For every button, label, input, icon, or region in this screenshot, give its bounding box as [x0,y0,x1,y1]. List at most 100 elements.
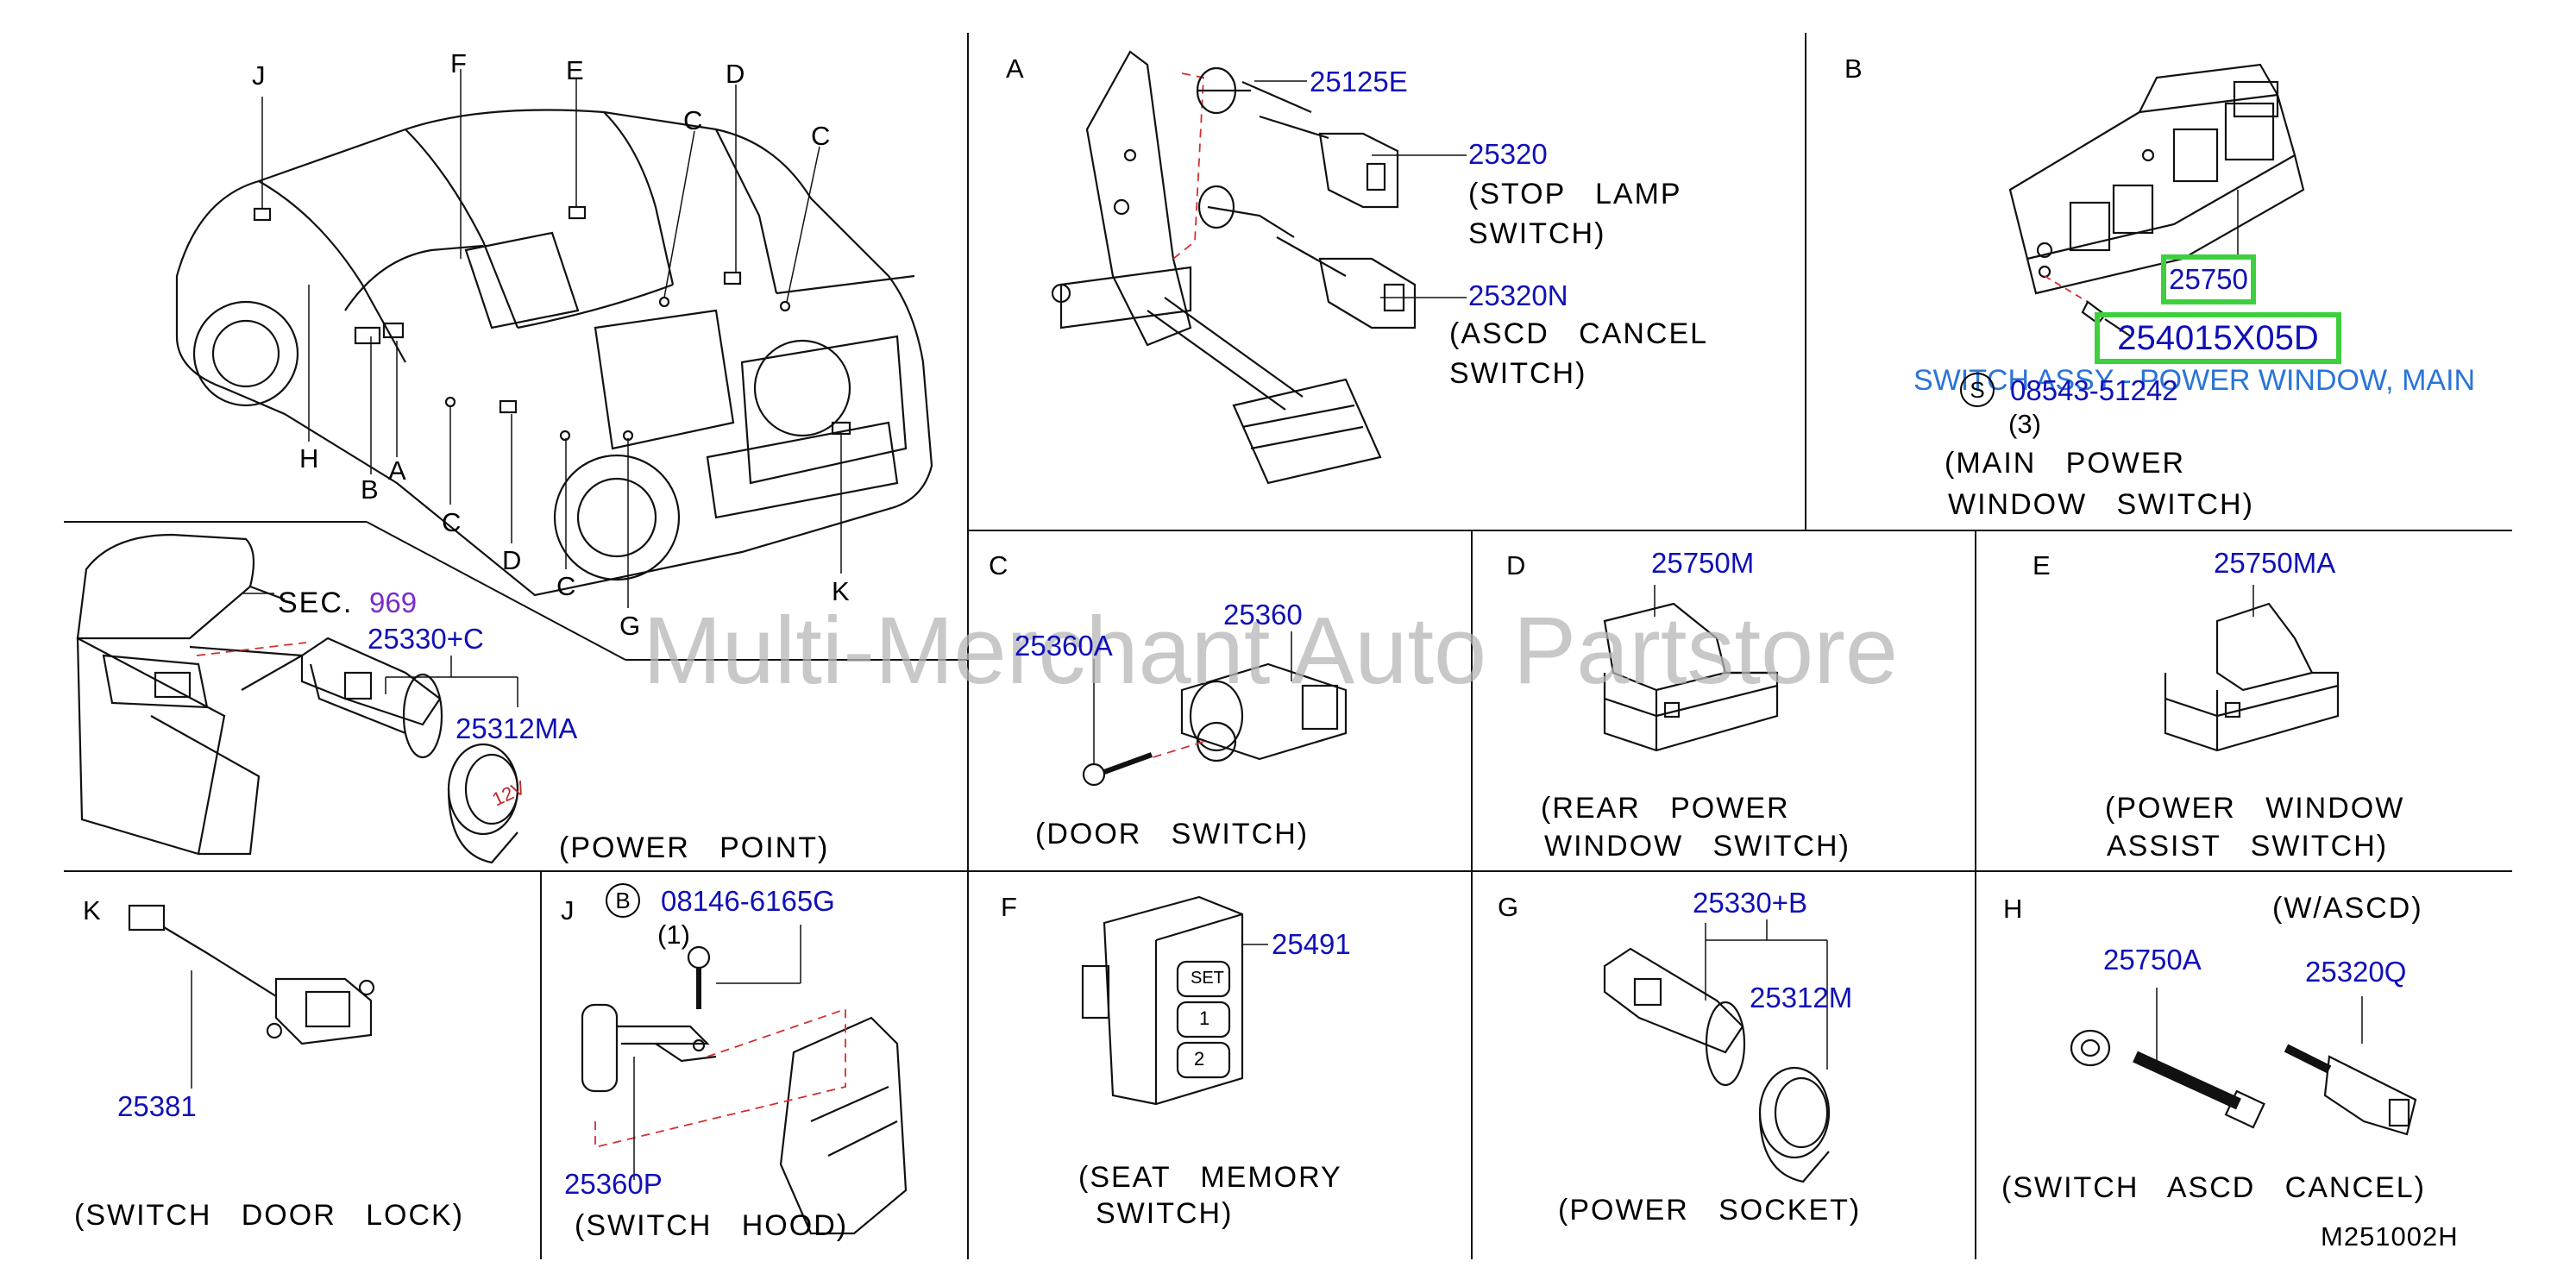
caption-power-socket: (POWER SOCKET) [1558,1194,1862,1227]
door-lock-switch [128,904,375,1045]
seat-button-2: 2 [1194,1048,1205,1070]
bolt-08543-51242-label[interactable]: 08543-51242 [2010,374,2178,406]
part-25360p[interactable]: 25360P [564,1168,663,1200]
callout-j: J [252,60,266,91]
selected-part-highlight[interactable]: 254015X05D [2095,312,2341,364]
bolt-symbol-b: B [606,883,640,918]
bolt-symbol-s: S [1960,373,1995,407]
caption-ascd-cancel: (SWITCH ASCD CANCEL) [2001,1171,2426,1204]
seat-button-set: SET [1191,969,1224,988]
panel-f-letter: F [1001,892,1017,922]
callout-h: H [299,443,319,474]
part-25750m[interactable]: 25750M [1651,547,1755,579]
caption-main-power-1: (MAIN POWER [1945,447,2186,480]
caption-assist-1: (POWER WINDOW [2105,792,2405,825]
drawing-code: M251002H [2321,1221,2459,1252]
hood-latch-bracket [779,1016,908,1235]
caption-stop-lamp-1: (STOP LAMP [1468,178,1682,210]
stop-lamp-switch-25320 [1197,132,1399,238]
callout-k: K [832,576,850,606]
callout-d-bottom: D [502,545,522,575]
part-25360[interactable]: 25360 [1223,599,1303,631]
part-25125e[interactable]: 25125E [1310,66,1408,97]
part-25320q[interactable]: 25320Q [2305,956,2407,988]
panel-e-letter: E [2033,550,2051,580]
power-socket [1603,947,1746,1087]
part-25330b[interactable]: 25330+B [1693,887,1808,919]
seat-button-1: 1 [1199,1007,1210,1029]
part-25320[interactable]: 25320 [1468,138,1548,170]
part-25750a[interactable]: 25750A [2103,944,2202,976]
caption-assist-2: ASSIST SWITCH) [2107,830,2389,863]
ascd-bolt-25750a [2133,1051,2265,1129]
rear-power-window-switch [1603,602,1779,752]
caption-door-switch: (DOOR SWITCH) [1035,818,1310,850]
caption-ascd-1: (ASCD CANCEL [1449,317,1709,350]
bolt-08146-6165g-label[interactable]: 08146-6165G [661,885,835,917]
part-25750: 25750 [2169,263,2248,295]
panel-j-letter: J [561,895,575,925]
panel-h-letter: H [2003,894,2023,924]
caption-seat-memory-1: (SEAT MEMORY [1078,1161,1342,1194]
stop-lamp-switch-25125e [1196,66,1329,140]
panel-d-letter: D [1506,550,1526,580]
part-25750ma[interactable]: 25750MA [2214,547,2336,579]
panel-a-letter: A [1006,53,1024,84]
caption-ascd-2: SWITCH) [1449,357,1587,390]
part-25312m[interactable]: 25312M [1750,982,1853,1013]
selected-part-number: 254015X05D [2117,318,2319,357]
caption-power-point: (POWER POINT) [559,831,830,864]
door-switch-screw [1082,752,1153,787]
caption-rear-power-2: WINDOW SWITCH) [1544,830,1850,863]
power-point-cap [447,743,519,864]
callout-b: B [361,474,379,505]
part-25491[interactable]: 25491 [1272,928,1351,960]
console-illustration [76,533,305,856]
door-switch [1180,662,1348,762]
note-w-ascd: (W/ASCD) [2272,892,2423,925]
panel-dividers [64,33,2512,1259]
ascd-cancel-switch-25320n [1276,236,1417,329]
callout-c-3: C [442,507,462,537]
callout-c-2: C [811,121,831,151]
part-25320n[interactable]: 25320N [1468,279,1568,311]
callout-c-4: C [556,571,576,601]
caption-seat-memory-2: SWITCH) [1096,1197,1234,1230]
part-25750-highlight[interactable]: 25750 [2161,254,2256,304]
switch-hood-switch [581,1003,717,1093]
bolt-qty-1: (1) [657,919,690,950]
vehicle-illustration [175,109,933,597]
socket-12v-marking: 12V [489,776,529,810]
caption-main-power-2: WINDOW SWITCH) [1948,488,2254,521]
callout-c-1: C [683,105,703,135]
watermark: Multi-Merchant Auto Partstore [643,598,1899,704]
hood-bolt-08146-6165g [687,945,711,1009]
selected-part-description: SWITCH ASSY - POWER WINDOW, MAIN [1913,364,2476,397]
panel-k-letter: K [83,895,101,925]
overview-leader-lines [261,69,842,608]
part-25312ma[interactable]: 25312MA [456,712,578,744]
caption-switch-hood: (SWITCH HOOD) [575,1209,849,1242]
panel-g-letter: G [1498,892,1519,922]
sec-number[interactable]: 969 [369,587,418,618]
part-25330c[interactable]: 25330+C [368,623,484,655]
power-socket-cap [1758,1066,1831,1183]
seat-memory-switch [1081,895,1244,1106]
main-power-window-switch [2008,63,2305,295]
part-25360a[interactable]: 25360A [1015,630,1113,662]
power-point-socket [300,637,443,759]
caption-door-lock: (SWITCH DOOR LOCK) [74,1199,464,1232]
ascd-nut [2070,1029,2111,1067]
caption-stop-lamp-2: SWITCH) [1468,217,1606,250]
pedal-bracket [1051,50,1382,485]
part-25381[interactable]: 25381 [117,1090,197,1122]
callout-d-top: D [726,59,745,89]
ascd-cancel-switch-25320q [2284,1044,2417,1136]
panel-c-letter: C [989,550,1008,580]
callout-f: F [450,48,467,78]
caption-rear-power-1: (REAR POWER [1541,792,1790,825]
callout-a: A [388,455,406,486]
bolt-qty-3: (3) [2008,409,2041,439]
sec-label: SEC. [278,587,354,619]
